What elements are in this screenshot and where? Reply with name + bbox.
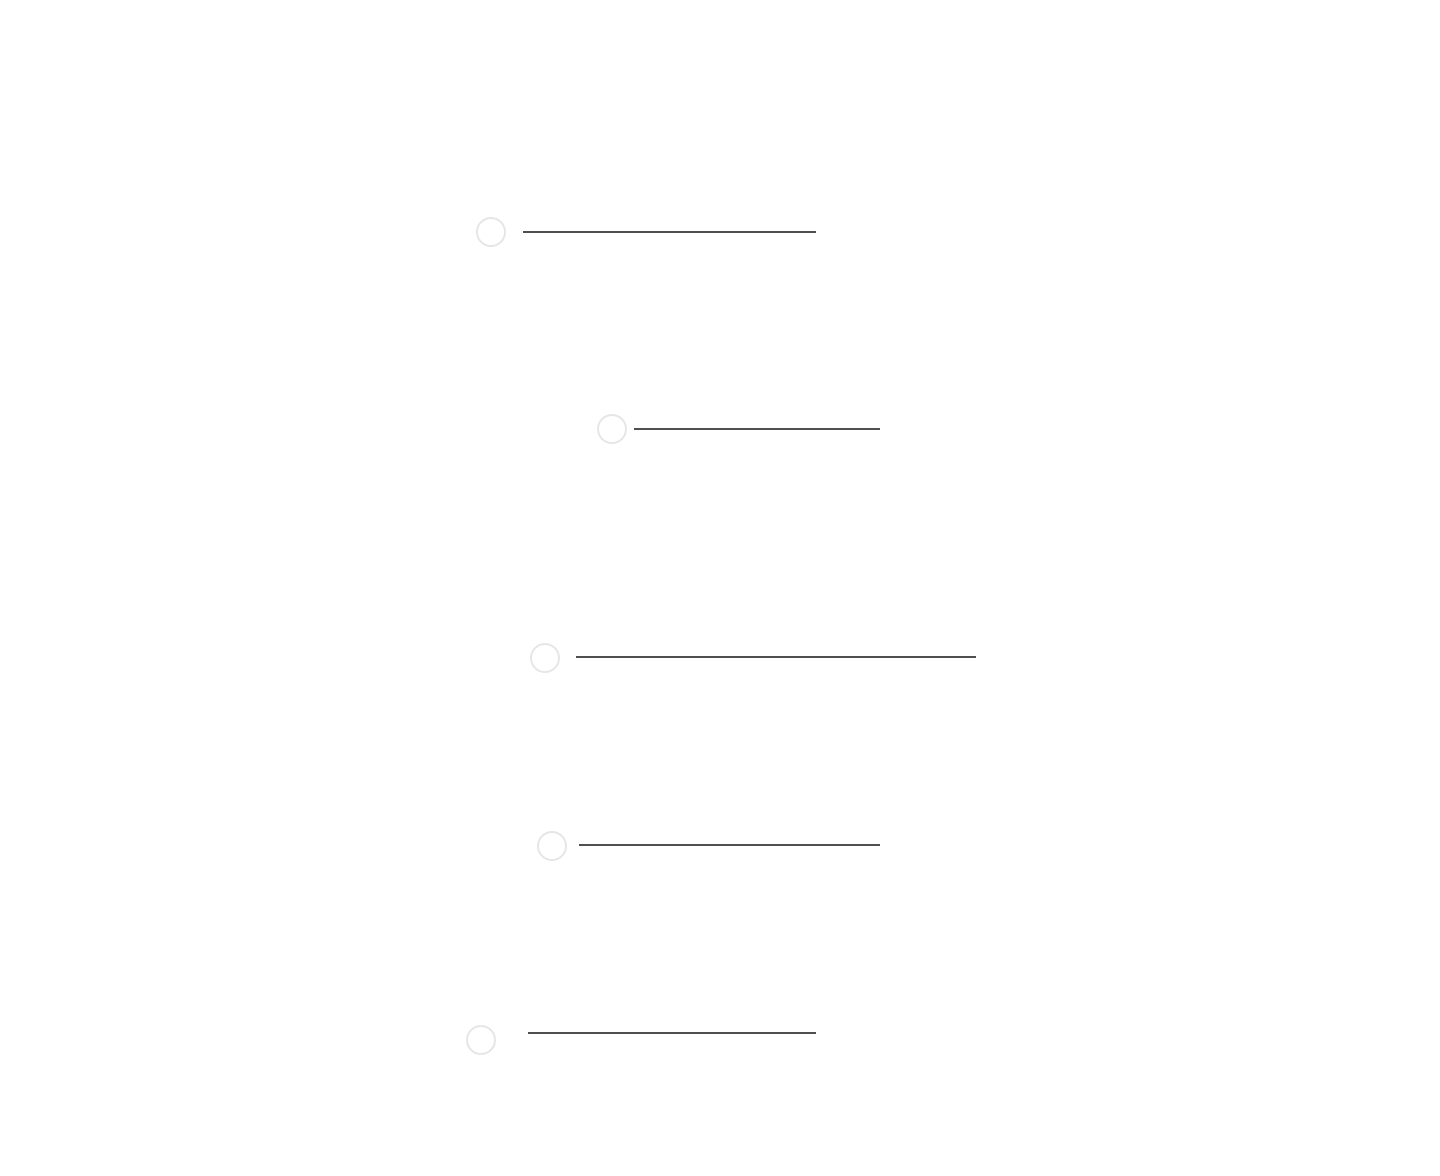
radio-button-icon[interactable] <box>537 831 567 861</box>
option-4-text-line[interactable] <box>579 844 880 846</box>
option-3-text-line[interactable] <box>576 656 976 658</box>
radio-button-icon[interactable] <box>466 1025 496 1055</box>
option-5-text-line[interactable] <box>528 1032 816 1034</box>
radio-button-icon[interactable] <box>476 217 506 247</box>
option-2-text-line[interactable] <box>634 428 880 430</box>
radio-button-icon[interactable] <box>597 414 627 444</box>
radio-button-icon[interactable] <box>530 643 560 673</box>
option-row-2 <box>597 414 887 446</box>
option-row-1 <box>476 217 821 249</box>
option-row-4 <box>537 831 887 863</box>
option-row-5 <box>466 1025 821 1057</box>
option-row-3 <box>530 643 980 675</box>
option-1-text-line[interactable] <box>523 231 816 233</box>
